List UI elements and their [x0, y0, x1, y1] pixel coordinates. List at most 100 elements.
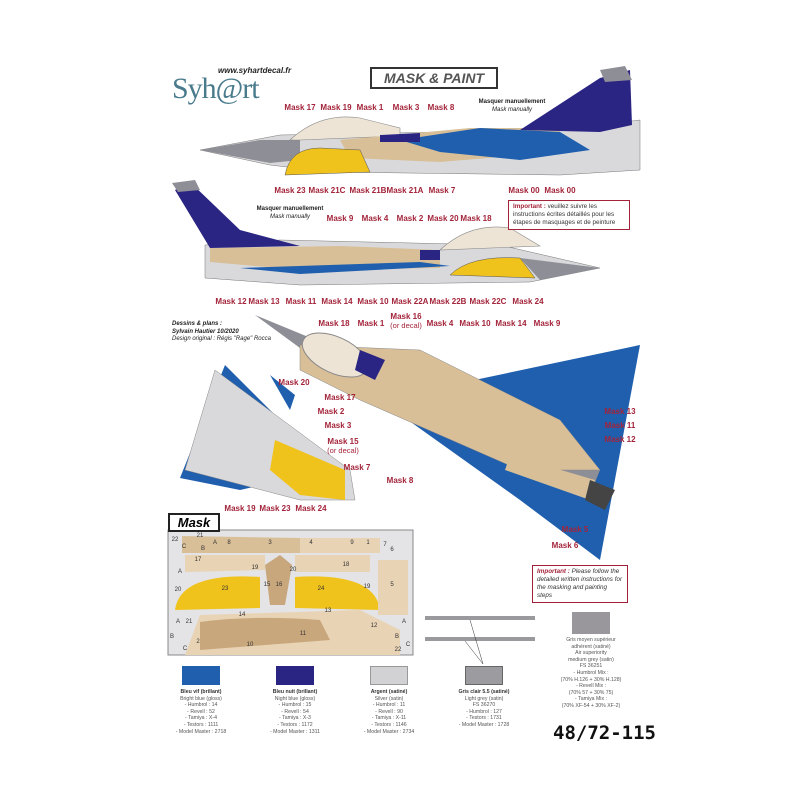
product-reference: 48/72-115: [553, 722, 656, 744]
paint-ref: FS 36270: [472, 702, 496, 709]
mask-piece-number: 14: [238, 612, 246, 618]
mask-label: Mask 7: [428, 186, 456, 195]
missiles: [425, 616, 535, 665]
paint-detail-line: Air superiority: [575, 650, 607, 657]
paint-details: Gris clair 5.5 (satiné)Light grey (satin…: [458, 689, 509, 729]
mask-piece-number: 16: [275, 582, 283, 588]
paint-ref: - Testors : 1731: [466, 715, 502, 722]
paint-ref: - Revell : 54: [281, 708, 309, 715]
mask-piece-number: 17: [194, 557, 202, 563]
mask-label: Mask 6: [551, 541, 579, 550]
mask-piece-number: C: [181, 544, 187, 550]
mask-label: Mask 17: [284, 103, 316, 112]
top-view-aircraft: [255, 315, 640, 560]
mask-piece-number: 12: [370, 623, 378, 629]
note-en: Mask manually: [269, 214, 310, 220]
paint-detail-line: - Revell Mix :: [576, 683, 606, 690]
paint-ref: - Model Master : 2718: [175, 728, 227, 735]
mask-label: Mask 9: [533, 319, 561, 328]
mask-label: Mask 14: [495, 319, 527, 328]
credits: Dessins & plans :Sylvain Hautier 10/2020…: [172, 321, 271, 344]
paint-ref: - Testors : 1111: [183, 721, 219, 728]
paint-ref: - Tamiya : X-11: [371, 715, 407, 722]
paint-ref: - Humbrol : 127: [466, 708, 502, 715]
mask-label: Mask 20: [427, 214, 459, 223]
paint-en: Light grey (satin): [464, 695, 504, 702]
mask-note: (or decal): [390, 321, 422, 330]
mask-sheet-title: Mask: [168, 513, 220, 532]
note-en: Mask manually: [491, 107, 532, 113]
mask-label: Mask 22A: [391, 297, 429, 306]
paint-details: Bleu vif (brillant)Bright blue (gloss)- …: [176, 689, 226, 735]
mask-label: Mask 19: [320, 103, 352, 112]
paint-ref: - Humbrol : 11: [372, 702, 406, 709]
mask-label: Mask 10: [459, 319, 491, 328]
credits-line: Design original : Régis "Rage" Rocca: [172, 336, 271, 342]
paint-detail-line: (70% 57 + 30% 75): [568, 689, 614, 696]
mask-label: Mask 1: [357, 319, 385, 328]
mask-piece-number: 23: [221, 586, 229, 592]
mask-label: Mask 21B: [349, 186, 387, 195]
paint-ref: - Humbrol : 15: [278, 702, 312, 709]
paint-ref: - Tamiya : X-4: [185, 715, 217, 722]
mask-piece-number: 19: [363, 584, 371, 590]
mask-piece-number: A: [177, 569, 183, 575]
mask-label: Mask 2: [396, 214, 424, 223]
mask-piece-number: 22: [394, 647, 402, 653]
website-link[interactable]: www.syhartdecal.fr: [218, 66, 292, 75]
paint-name: Bleu vif (brillant): [180, 689, 222, 695]
mask-label: Mask 23: [274, 186, 306, 195]
mask-label: Mask 23: [259, 504, 291, 513]
syhart-logo: Syh@rt: [172, 72, 260, 105]
mask-piece-number: 6: [390, 547, 394, 553]
paint-en: Night blue (gloss): [274, 695, 316, 702]
important-label: Important :: [537, 568, 570, 575]
mask-piece-number: A: [401, 619, 407, 625]
mask-label: Mask 18: [460, 214, 492, 223]
mask-piece-number: 21: [196, 533, 204, 539]
mask-label: Mask 17: [324, 393, 356, 402]
mask-piece-number: 24: [317, 586, 325, 592]
mask-label: Mask 8: [427, 103, 455, 112]
mask-piece-number: B: [200, 546, 206, 552]
mask-piece-number: 4: [309, 540, 313, 546]
paint-ref: - Revell : 52: [187, 708, 215, 715]
paint-swatch-air-superiority-grey: [572, 612, 610, 634]
mask-piece-number: 1: [366, 540, 370, 546]
paint-swatch-night-blue: [276, 666, 314, 685]
paint-detail-line: - Humbrol Mix :: [573, 669, 609, 676]
paint-detail-line: Gris moyen supérieur: [566, 637, 616, 643]
important-note-en: Important : Please follow the detailed w…: [532, 565, 628, 603]
credits-line: Sylvain Hautier 10/2020: [172, 328, 239, 335]
mask-label: Mask 21C: [308, 186, 346, 195]
mask-piece-number: C: [182, 646, 188, 652]
paint-name: Bleu nuit (brillant): [272, 689, 318, 695]
mask-label: Mask 5: [561, 525, 589, 534]
paint-ref: - Humbrol : 14: [184, 702, 218, 709]
mask-label: Mask 10: [357, 297, 389, 306]
mask-piece-number: A: [175, 619, 181, 625]
paint-detail-line: medium grey (satin): [568, 656, 614, 663]
mask-piece-number: C: [405, 642, 411, 648]
paint-en: Silver (satin): [374, 695, 404, 702]
paint-ref: - Revell : 90: [375, 708, 403, 715]
mask-label: Mask 2: [317, 407, 345, 416]
mask-piece-number: 20: [174, 587, 182, 593]
mask-label: Mask 14: [321, 297, 353, 306]
mask-piece-number: 11: [299, 631, 307, 637]
mask-label: Mask 20: [278, 378, 310, 387]
paint-detail-line: - Tamiya Mix :: [575, 696, 607, 703]
important-text: veuillez suivre les instructions écrites…: [513, 203, 616, 226]
paint-name: Gris clair 5.5 (satiné): [458, 689, 510, 695]
paint-detail-line: (70% XF-54 + 30% XF-2): [561, 702, 621, 709]
mask-label: Mask 12: [604, 435, 636, 444]
mask-label: Mask 22B: [429, 297, 467, 306]
mask-label: Mask 00: [508, 186, 540, 195]
paint-detail-line: adhérent (satiné): [571, 643, 611, 650]
mask-piece-number: 7: [383, 542, 387, 548]
mask-piece-number: 3: [268, 540, 272, 546]
important-note-fr: Important : veuillez suivre les instruct…: [508, 200, 630, 230]
